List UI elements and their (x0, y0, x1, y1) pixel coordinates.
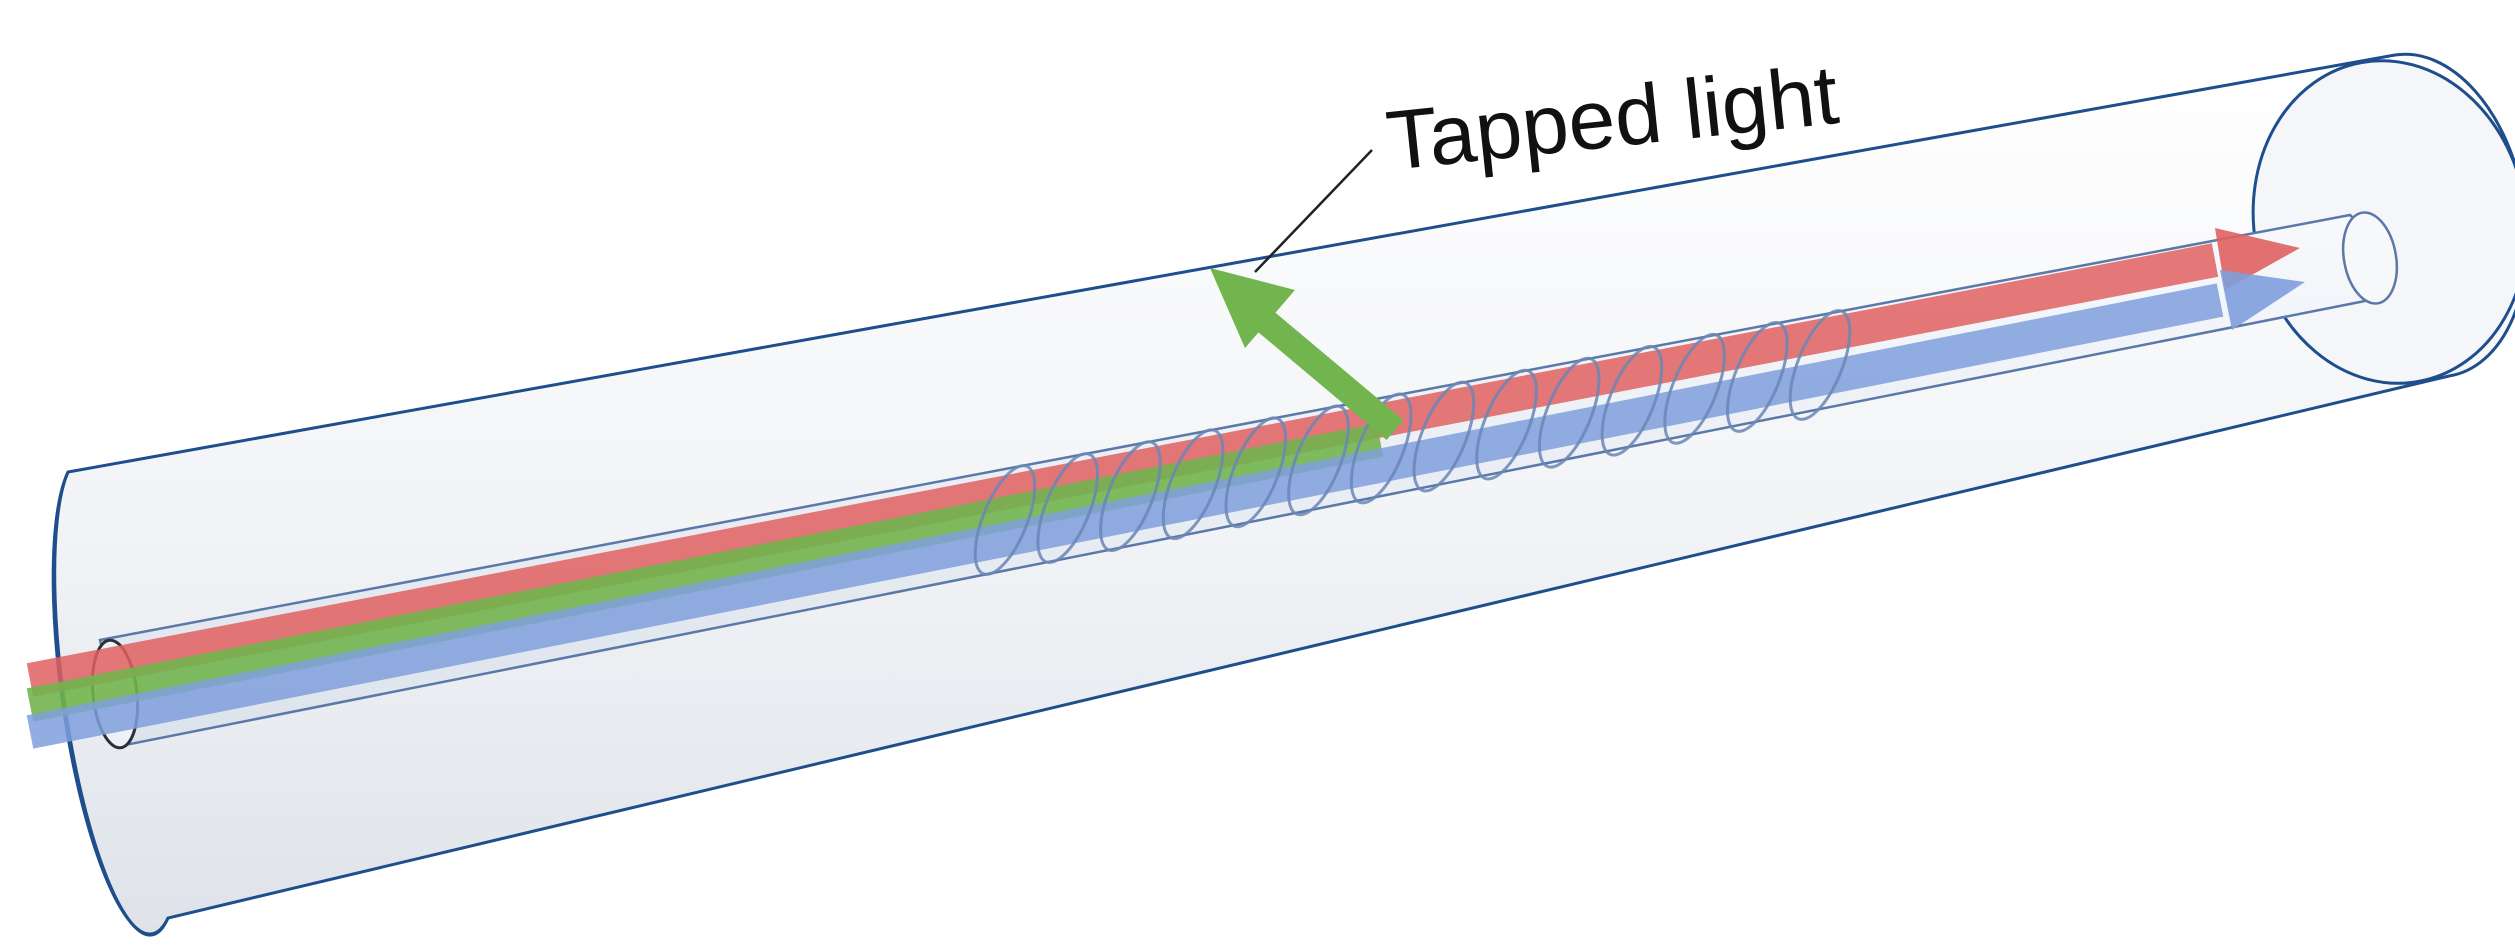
blue-beam (26, 283, 2224, 749)
tapped-light-arrow (1249, 305, 1404, 440)
grating-ring (1161, 428, 1225, 541)
grating-ring (1726, 321, 1789, 433)
annotation-leader-line (1254, 149, 1373, 273)
green-beam (26, 423, 1384, 722)
bragg-grating (973, 309, 1852, 576)
cladding-left-edge (51, 471, 170, 936)
grating-ring (1412, 380, 1476, 493)
grating-ring (1475, 368, 1538, 481)
blue-beam-arrowhead (2220, 270, 2305, 330)
grating-ring (1287, 404, 1350, 517)
grating-ring (1099, 440, 1162, 553)
grating-ring (1663, 332, 1726, 445)
grating-ring (1537, 356, 1601, 469)
grating-ring (1349, 392, 1413, 505)
tapped-light-arrowhead (1210, 268, 1295, 348)
grating-ring (1036, 452, 1099, 564)
grating-ring (973, 464, 1037, 576)
grating-ring (1600, 344, 1664, 457)
grating-ring (1224, 416, 1288, 529)
core-right-face (2341, 211, 2399, 305)
grating-ring (1788, 309, 1852, 421)
